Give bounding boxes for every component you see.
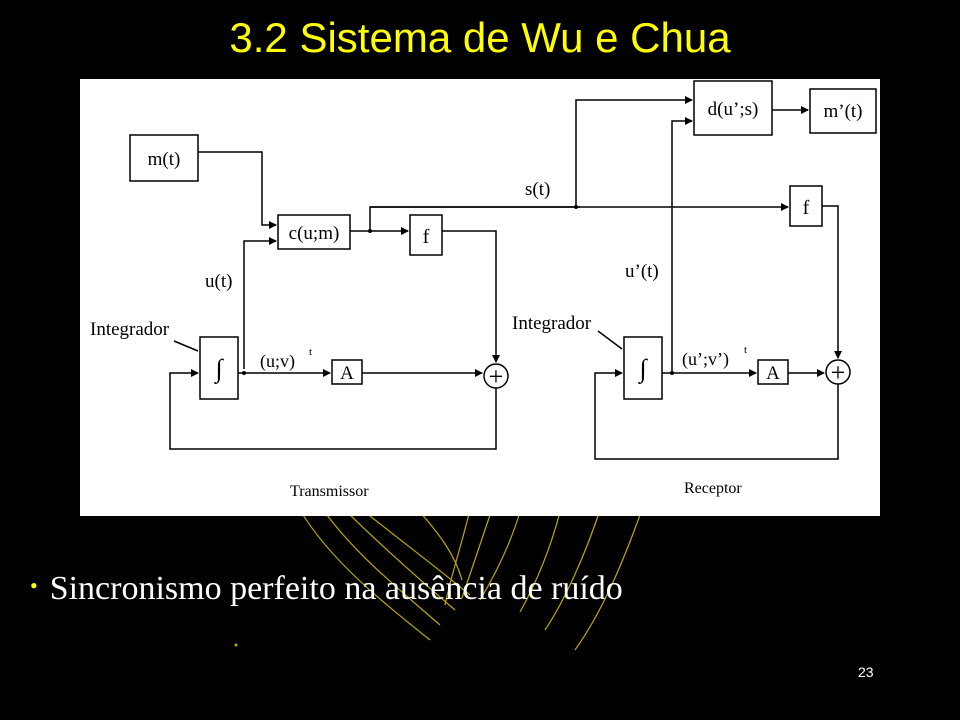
integral-symbol-tx: ∫ xyxy=(213,354,224,384)
encoder-label: c(u;m) xyxy=(289,223,340,244)
decoder-box xyxy=(693,80,773,136)
state-sup-rx: t xyxy=(744,344,747,356)
bullet-text: Sincronismo perfeito na ausência de ruíd… xyxy=(49,570,623,607)
receptor-label: Receptor xyxy=(684,480,742,497)
f-label-tx: f xyxy=(423,226,430,248)
summer-symbol-tx: + xyxy=(489,362,504,391)
decoder-label: d(u’;s) xyxy=(708,99,759,120)
bullet-item: • Sincronismo perfeito na ausência de ruí… xyxy=(30,570,623,608)
integrator-box-tx xyxy=(199,336,239,400)
a-label-tx: A xyxy=(340,363,354,384)
message-label: m(t) xyxy=(148,149,181,170)
transmissor-label: Transmissor xyxy=(290,483,369,500)
f-box-tx xyxy=(409,214,443,256)
a-label-rx: A xyxy=(766,363,780,384)
state-label-rx: (u’;v’) xyxy=(682,349,729,370)
block-diagram: m(t) c(u;m) f ∫ A + u(t) Integrador (u;v… xyxy=(80,79,880,516)
s-t-label: s(t) xyxy=(525,179,550,200)
integral-symbol-rx: ∫ xyxy=(637,354,648,384)
u-t-label: u(t) xyxy=(205,271,232,292)
state-sup-tx: t xyxy=(309,346,312,358)
a-box-rx xyxy=(757,359,789,385)
integrador-label-tx: Integrador xyxy=(90,319,170,340)
message-box-tx xyxy=(129,134,199,182)
encoder-box xyxy=(277,214,351,250)
message-box-rx xyxy=(809,88,877,134)
f-label-rx: f xyxy=(803,197,810,219)
page-number: 23 xyxy=(858,664,874,680)
u-prime-t-label: u’(t) xyxy=(625,261,659,282)
summer-symbol-rx: + xyxy=(831,358,846,387)
a-box-tx xyxy=(331,359,363,385)
bullet-marker: • xyxy=(30,573,38,598)
integrator-box-rx xyxy=(623,336,663,400)
state-label-tx: (u;v) xyxy=(260,351,295,372)
integrador-label-rx: Integrador xyxy=(512,313,592,334)
recovered-message-label: m’(t) xyxy=(823,101,862,122)
slide-title: 3.2 Sistema de Wu e Chua xyxy=(229,14,731,61)
